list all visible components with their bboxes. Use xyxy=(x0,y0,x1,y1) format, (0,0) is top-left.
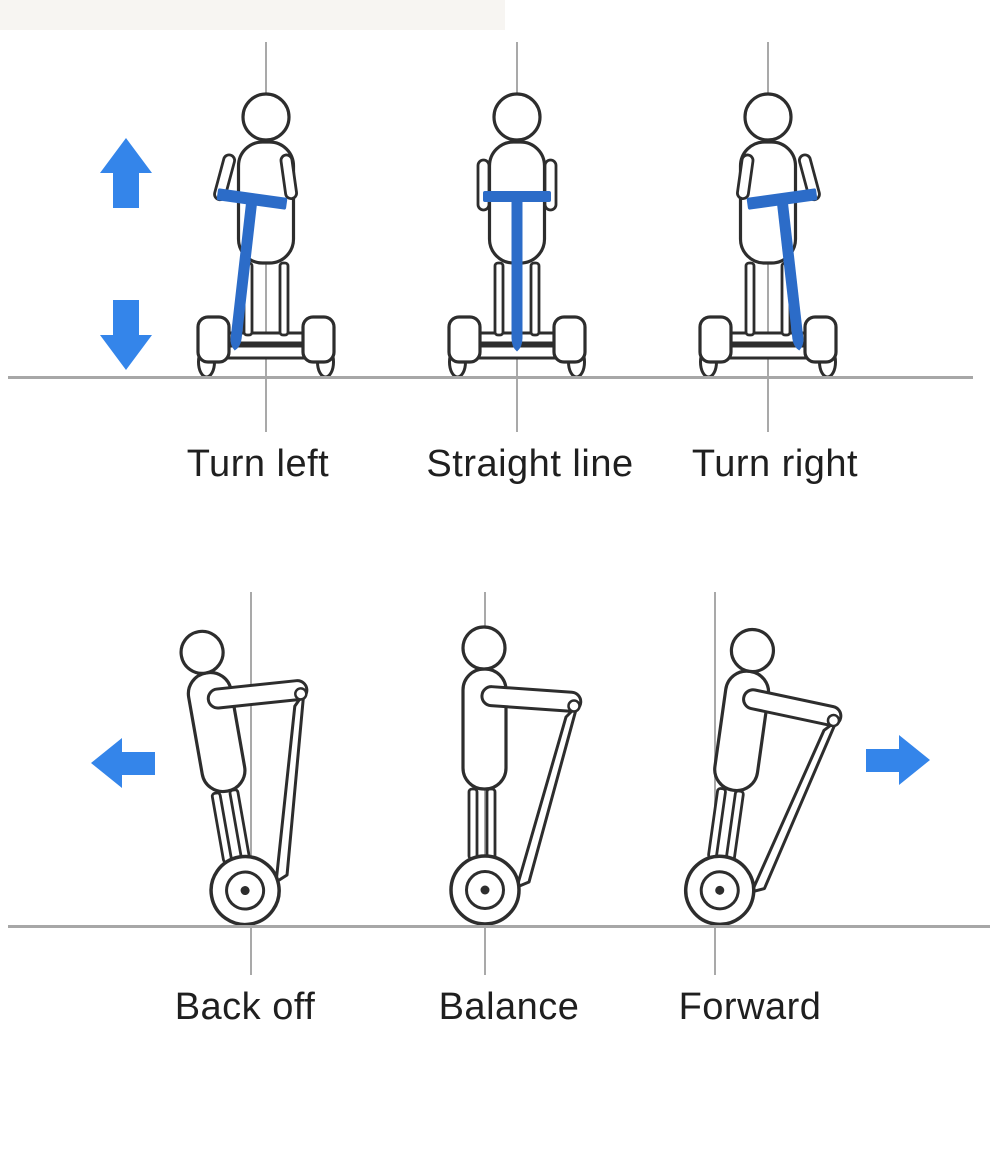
down-arrow-icon xyxy=(100,300,152,370)
guide-line-vertical xyxy=(250,592,252,975)
label-turn-right: Turn right xyxy=(691,443,859,485)
label-back-off: Back off xyxy=(174,986,316,1028)
label-balance: Balance xyxy=(438,986,580,1028)
scan-artifact-strip xyxy=(0,0,505,30)
left-arrow-icon xyxy=(91,738,155,788)
figure-turn-right xyxy=(698,92,838,379)
figure-forward xyxy=(679,623,854,940)
ground-line xyxy=(8,376,973,379)
label-turn-left: Turn left xyxy=(186,443,330,485)
figure-straight-line xyxy=(447,92,587,379)
up-arrow-icon xyxy=(100,138,152,208)
figure-balance xyxy=(449,625,584,926)
figure-turn-left xyxy=(196,92,336,379)
label-forward: Forward xyxy=(678,986,822,1028)
right-arrow-icon xyxy=(866,735,930,785)
label-straight-line: Straight line xyxy=(426,443,634,485)
figure-back-off xyxy=(164,613,348,932)
ground-line xyxy=(8,925,990,928)
guide-line-vertical xyxy=(714,592,716,975)
